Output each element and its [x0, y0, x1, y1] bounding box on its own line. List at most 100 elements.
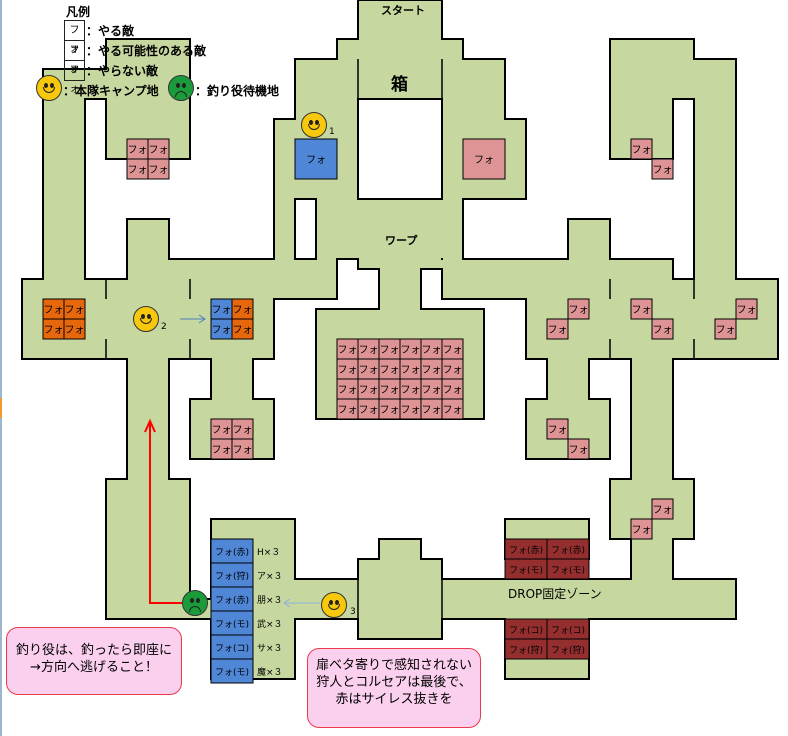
- floor-seam: [359, 37, 441, 41]
- floor-seam: [380, 307, 420, 311]
- legend-chip-maybe: フォ: [64, 40, 85, 75]
- enemy-chip: [567, 438, 590, 460]
- drop-unit-label: フォ(コ): [551, 626, 585, 636]
- enemy-chip-label: フォ: [65, 305, 85, 316]
- floor-seam: [548, 397, 588, 401]
- floor-seam: [104, 70, 108, 98]
- enemy-chip: [441, 398, 464, 420]
- blue-unit-box: [210, 610, 254, 636]
- blue-unit-box: [210, 586, 254, 612]
- blue-unit-label: フォ(コ): [215, 644, 249, 654]
- enemy-chip-label: フォ: [401, 345, 421, 356]
- enemy-chip-label: フォ: [443, 345, 463, 356]
- enemy-chip-label: フォ: [338, 385, 358, 396]
- enemy-chip-label: フォ: [338, 405, 358, 416]
- camp3-arrowhead: [283, 598, 291, 608]
- fisher-legend-icon: [168, 75, 194, 101]
- floor-seam: [695, 277, 735, 281]
- floor-seam: [317, 257, 336, 261]
- enemy-chip-label: フォ: [632, 525, 652, 536]
- floor-seam: [548, 357, 588, 361]
- party-label: 魔×３: [257, 666, 283, 678]
- camp-1-icon: [301, 112, 327, 138]
- floor-seam: [440, 200, 444, 258]
- enemy-chip-label: フォ: [128, 165, 148, 176]
- enemy-chip-label: フォ: [233, 325, 253, 336]
- floor-seam: [128, 477, 168, 481]
- floor-seam: [128, 277, 168, 281]
- blue-unit-label: フォ(狩): [215, 570, 249, 582]
- enemy-chip-label: フォ: [338, 345, 358, 356]
- enemy-chip-label: フォ: [65, 325, 85, 336]
- enemy-chip: [651, 318, 674, 340]
- blue-unit-box: [210, 562, 254, 588]
- floor-seam: [107, 97, 189, 101]
- legend-chip-skip: フォ: [64, 60, 85, 95]
- enemy-chip: [630, 298, 653, 320]
- window-edge: [0, 0, 2, 736]
- enemy-chip-label: フォ: [632, 305, 652, 316]
- camp3-callout-line2: 狩人とコルセアは最後で、: [316, 675, 472, 690]
- floor-seam: [380, 557, 420, 561]
- warp-label: ワープ: [385, 234, 418, 247]
- enemy-chip-label: フォ: [380, 365, 400, 376]
- enemy-chip-label: フォ: [401, 385, 421, 396]
- drop-unit-label: フォ(コ): [509, 626, 543, 636]
- floor-tile: [569, 220, 609, 278]
- floor-tile: [107, 480, 189, 618]
- window-edge-marker: [0, 398, 2, 418]
- floor-tile: [359, 1, 441, 38]
- enemy-single-skip-label: フォ: [474, 155, 494, 166]
- drop-unit-label: フォ(赤): [551, 545, 585, 556]
- floor-seam: [167, 260, 171, 278]
- camp-2-number: 2: [161, 322, 167, 332]
- legend-label-maybe: ：やる可能性のある敵: [86, 44, 207, 58]
- enemy-chip-label: フォ: [212, 425, 232, 436]
- floor-seam: [128, 357, 168, 361]
- enemy-chip-label: フォ: [401, 365, 421, 376]
- camp3-callout: 扉ベタ寄りで感知されない 狩人とコルセアは最後で、 赤はサイレス抜きを: [307, 648, 481, 728]
- legend-fisher-label: ：釣り役待機地: [195, 84, 280, 98]
- enemy-chip-label: フォ: [212, 305, 232, 316]
- enemy-chip-label: フォ: [380, 405, 400, 416]
- enemy-chip-label: フォ: [548, 425, 568, 436]
- enemy-chip-label: フォ: [569, 445, 589, 456]
- floor-seam: [170, 277, 189, 281]
- enemy-groups: フォフォフォフォフォフォフォフォフォフォフォフォフォフォフォフォフォフォフォフォ…: [42, 138, 758, 684]
- blue-unit-box: [210, 658, 254, 684]
- enemy-single-do-box: [294, 138, 338, 180]
- floor-seam: [212, 357, 252, 361]
- floor-seam: [611, 97, 672, 101]
- floor-tile: [380, 540, 420, 558]
- enemy-chip-label: フォ: [422, 365, 442, 376]
- floor-seam: [608, 280, 612, 358]
- legend-label-skip: ：やらない敵: [86, 64, 159, 78]
- legend-camp-label: ：本隊キャンプ地: [63, 84, 159, 98]
- fisher-callout-line2: →方向へ逃げること！: [30, 660, 158, 675]
- floor-seam: [443, 197, 462, 201]
- party-label: 朋×３: [257, 595, 283, 606]
- drop-unit-label: フォ(赤): [509, 545, 543, 556]
- floor-tile: [653, 600, 693, 618]
- enemy-chip-label: フォ: [653, 505, 673, 516]
- enemy-chip-label: フォ: [422, 385, 442, 396]
- floor-seam: [293, 580, 297, 618]
- enemy-chip-label: フォ: [737, 305, 757, 316]
- enemy-chip-label: フォ: [443, 385, 463, 396]
- floor-seam: [356, 200, 360, 258]
- floor-seam: [104, 280, 108, 358]
- floor-seam: [275, 197, 294, 201]
- floor-tile: [275, 200, 294, 258]
- enemy-chip: [231, 318, 254, 340]
- enemy-chip-label: フォ: [653, 325, 673, 336]
- enemy-chip: [630, 138, 653, 160]
- enemy-chip-label: フォ: [44, 305, 64, 316]
- legend-label-do: ：やる敵: [86, 24, 135, 38]
- enemy-single-skip-box: [462, 138, 506, 180]
- enemy-chip: [651, 158, 674, 180]
- camp-legend-icon: [36, 75, 62, 101]
- enemy-chip-label: フォ: [359, 365, 379, 376]
- door-lines: [105, 59, 695, 619]
- floor-tile: [317, 200, 357, 258]
- floor-seam: [44, 97, 84, 101]
